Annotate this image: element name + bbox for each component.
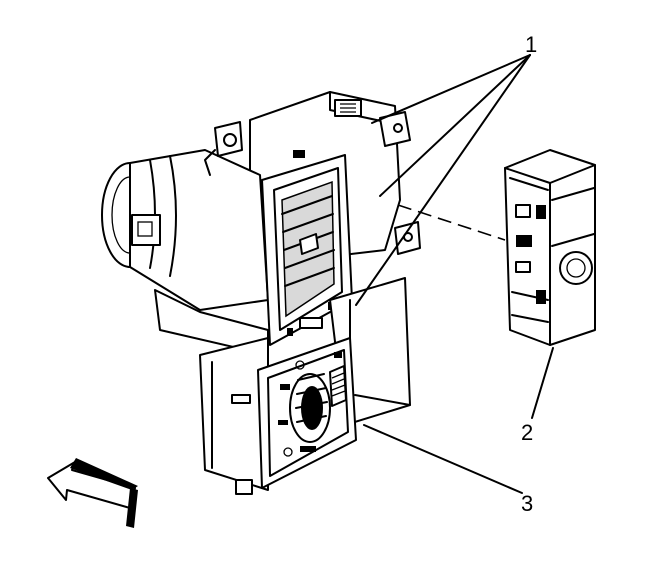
leader-lines	[355, 54, 554, 494]
hvac-housing-assembly	[101, 91, 421, 356]
headlamp-switch	[199, 337, 357, 495]
callout-2: 2	[521, 420, 533, 445]
alignment-line	[397, 204, 506, 241]
electrical-connector	[504, 149, 596, 346]
callout-1: 1	[525, 32, 537, 57]
forward-direction-arrow-icon	[47, 458, 138, 528]
callout-3: 3	[521, 491, 533, 516]
